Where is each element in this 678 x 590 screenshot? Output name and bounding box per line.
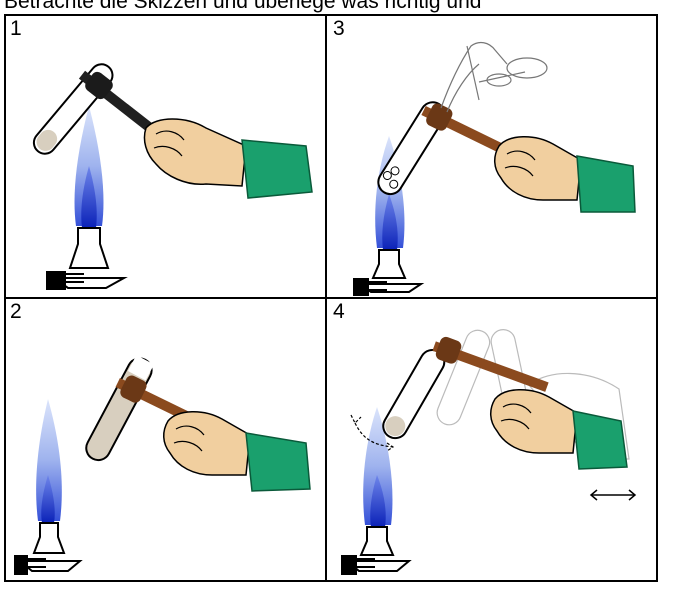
sketch-holding-tube-near-flame — [6, 299, 327, 580]
hand-icon — [164, 412, 310, 491]
test-tube-icon — [82, 354, 156, 464]
sketch-heating-holder-in-flame — [6, 16, 327, 297]
sketch-adding-substance — [329, 16, 650, 297]
shake-arrow-icon — [591, 490, 635, 500]
panel-3: 3 — [329, 16, 650, 297]
bunsen-burner-icon — [353, 250, 421, 296]
header-text: Betrachte die Skizzen und überlege was r… — [4, 0, 481, 14]
bunsen-burner-icon — [14, 523, 80, 575]
hand-icon — [144, 119, 312, 198]
bunsen-burner-icon — [46, 228, 124, 290]
spatula-hand-outline-icon — [441, 43, 547, 112]
hand-icon — [495, 137, 635, 212]
panel-2: 2 — [6, 299, 327, 580]
sketch-shaking-tube-in-flame — [329, 299, 650, 580]
panel-4: 4 — [329, 299, 650, 580]
bunsen-burner-icon — [341, 527, 409, 575]
hand-icon — [491, 390, 627, 469]
test-tube-icon — [29, 60, 117, 158]
panel-1: 1 — [6, 16, 327, 297]
test-tube-icon — [379, 346, 449, 443]
